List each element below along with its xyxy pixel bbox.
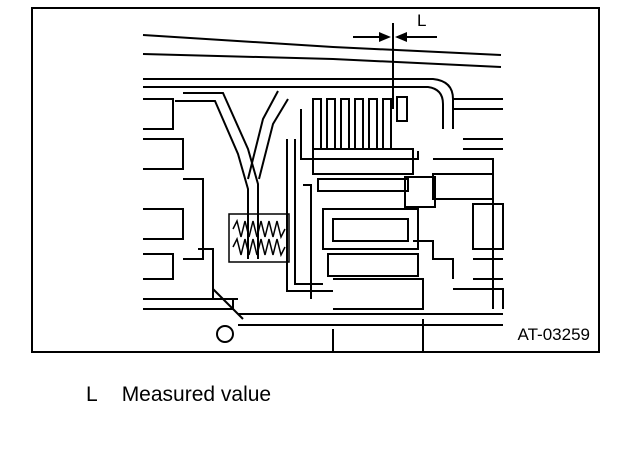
legend-letter: L	[86, 383, 98, 406]
legend-description: Measured value	[121, 383, 272, 406]
legend: L Measured value	[86, 383, 271, 407]
figure-code: AT-03259	[517, 325, 590, 344]
transmission-clutch-cross-section	[142, 23, 504, 351]
diagram-frame: L AT-03259	[31, 7, 600, 353]
return-springs	[228, 213, 290, 263]
callout-label: L	[417, 11, 427, 30]
